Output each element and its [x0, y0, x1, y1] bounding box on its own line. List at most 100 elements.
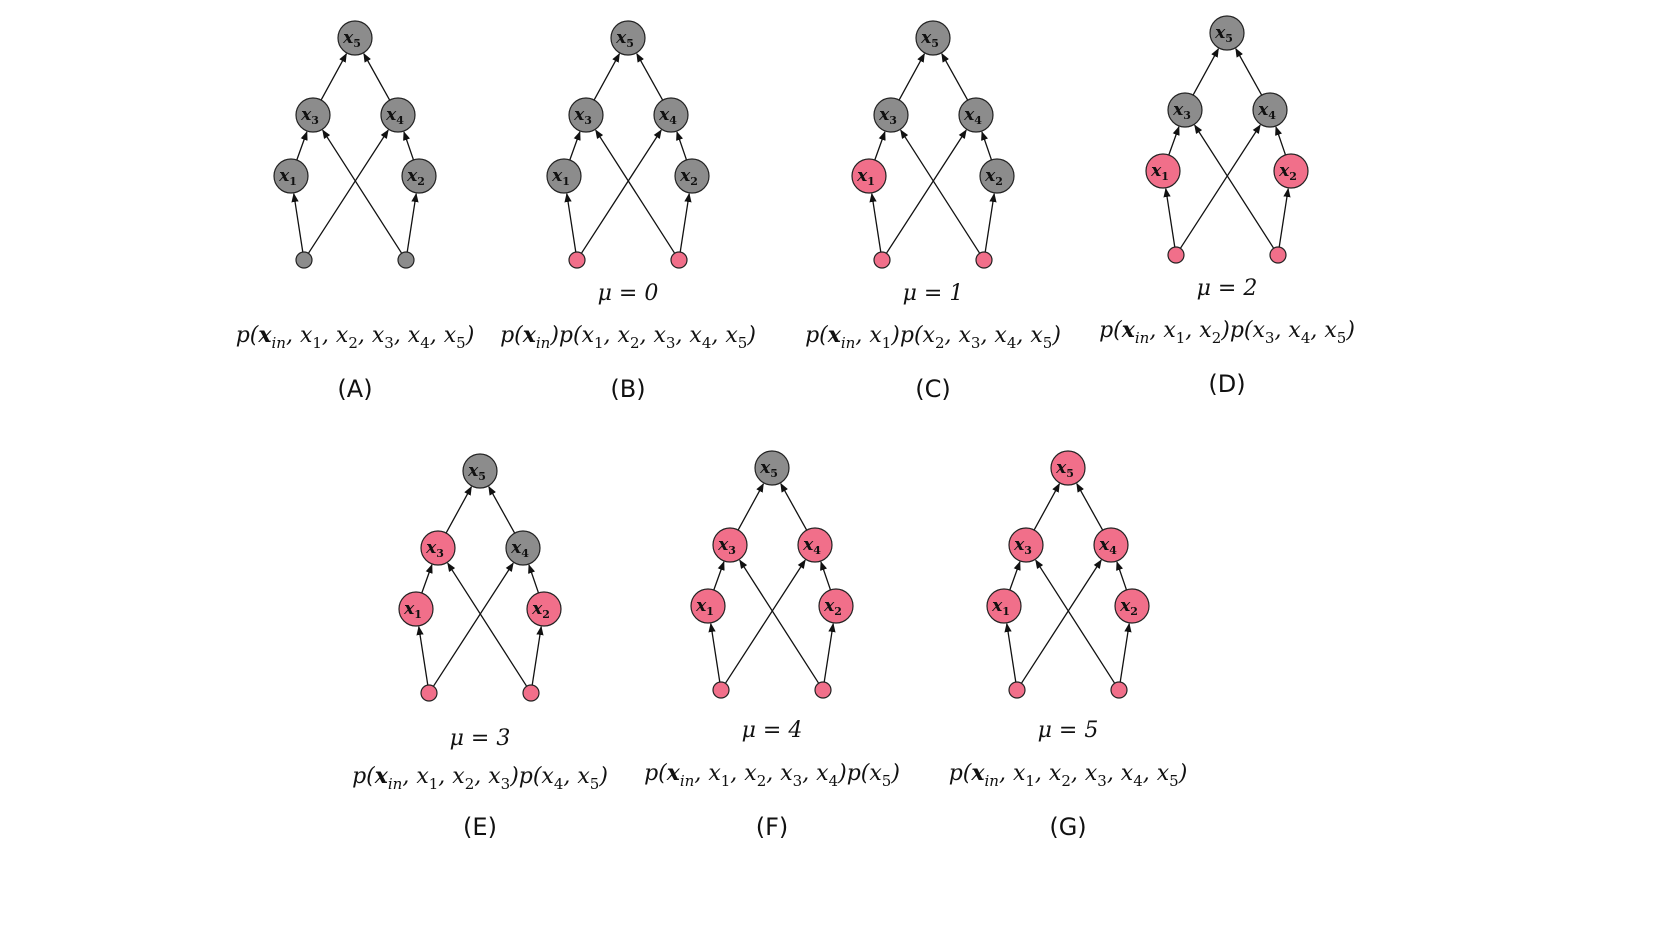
- edge-x1-x3: [1168, 126, 1180, 156]
- node-label-x2: x2: [823, 596, 842, 618]
- node-label-x4: x4: [802, 535, 821, 557]
- edge-x2-x4: [528, 564, 540, 594]
- node-x4-unobserved: [380, 97, 416, 133]
- mu-label: μ = 5: [1038, 718, 1099, 743]
- node-label-x2: x2: [1119, 596, 1138, 618]
- node-x5-unobserved: [610, 20, 646, 56]
- edge-x1-x3: [713, 561, 725, 591]
- node-x2-observed: [1114, 588, 1150, 624]
- node-label-x5: x5: [920, 28, 939, 50]
- edge-inR-x2: [1119, 622, 1132, 683]
- mu-label: μ = 1: [903, 281, 964, 306]
- node-x4-unobserved: [653, 97, 689, 133]
- node-inL-observed: [1008, 681, 1026, 699]
- node-label-x4: x4: [1098, 535, 1117, 557]
- edge-inR-x2: [823, 622, 836, 683]
- edge-inR-x2: [679, 192, 692, 253]
- panel-letter: (B): [610, 375, 645, 403]
- node-label-x3: x3: [1172, 100, 1191, 122]
- node-x3-observed: [712, 527, 748, 563]
- edge-x3-x5: [445, 486, 472, 534]
- node-label-x1: x1: [551, 166, 570, 188]
- node-x5-unobserved: [754, 450, 790, 486]
- factorization-formula: p(xin, x1, x2)p(x3, x4, x5): [1099, 317, 1355, 347]
- edge-inR-x3: [322, 129, 403, 254]
- node-label-x1: x1: [278, 166, 297, 188]
- node-x1-observed: [690, 588, 726, 624]
- node-label-x2: x2: [531, 599, 550, 621]
- edge-inL-x1: [708, 622, 721, 683]
- node-inR-observed: [522, 684, 540, 702]
- panel-letter: (A): [337, 375, 372, 403]
- edge-x2-x4: [676, 131, 688, 161]
- edge-inL-x4: [432, 562, 514, 687]
- node-label-x3: x3: [717, 535, 736, 557]
- mu-label: μ = 0: [598, 281, 659, 306]
- node-x3-unobserved: [568, 97, 604, 133]
- edge-x4-x5: [1076, 482, 1104, 531]
- edge-inR-x2: [1278, 187, 1291, 248]
- edge-inL-x1: [1004, 622, 1017, 683]
- edge-x3-x5: [593, 53, 620, 101]
- node-x2-observed: [526, 591, 562, 627]
- node-x1-observed: [1145, 153, 1181, 189]
- edge-x2-x4: [403, 131, 415, 161]
- edge-inL-x4: [580, 129, 662, 254]
- node-label-x4: x4: [658, 105, 677, 127]
- node-x3-unobserved: [1167, 92, 1203, 128]
- node-x1-observed: [851, 158, 887, 194]
- node-x5-observed: [1050, 450, 1086, 486]
- edge-x4-x5: [488, 485, 516, 534]
- node-label-x1: x1: [403, 599, 422, 621]
- edge-x1-x3: [421, 564, 433, 594]
- node-inR-observed: [975, 251, 993, 269]
- node-label-x2: x2: [984, 166, 1003, 188]
- factorization-formula: p(xin, x1, x2, x3, x4, x5): [236, 322, 475, 352]
- node-x5-unobserved: [1209, 15, 1245, 51]
- node-label-x2: x2: [406, 166, 425, 188]
- node-label-x3: x3: [425, 538, 444, 560]
- edge-x1-x3: [296, 131, 308, 161]
- node-label-x5: x5: [342, 28, 361, 50]
- node-inR-observed: [814, 681, 832, 699]
- node-label-x5: x5: [467, 461, 486, 483]
- edge-x2-x4: [1275, 126, 1287, 156]
- edge-inL-x4: [307, 129, 389, 254]
- node-inL-observed: [568, 251, 586, 269]
- node-inL-unobserved: [295, 251, 313, 269]
- node-x1-observed: [398, 591, 434, 627]
- edge-inR-x2: [406, 192, 419, 253]
- node-x2-unobserved: [401, 158, 437, 194]
- mu-label: μ = 4: [742, 718, 803, 743]
- node-inR-observed: [670, 251, 688, 269]
- node-inL-observed: [873, 251, 891, 269]
- node-label-x1: x1: [1150, 161, 1169, 183]
- node-inR-observed: [1269, 246, 1287, 264]
- node-x1-observed: [986, 588, 1022, 624]
- edge-x4-x5: [363, 52, 391, 101]
- node-x4-observed: [797, 527, 833, 563]
- factorization-formula: p(xin)p(x1, x2, x3, x4, x5): [500, 322, 756, 352]
- edge-x4-x5: [636, 52, 664, 101]
- edge-inL-x1: [869, 192, 882, 253]
- node-x4-unobserved: [958, 97, 994, 133]
- node-x3-observed: [1008, 527, 1044, 563]
- node-x5-unobserved: [462, 453, 498, 489]
- node-inL-observed: [712, 681, 730, 699]
- node-label-x5: x5: [1055, 458, 1074, 480]
- node-label-x4: x4: [963, 105, 982, 127]
- edge-inR-x3: [739, 559, 820, 684]
- panel-letter: (F): [756, 813, 789, 841]
- node-inL-observed: [420, 684, 438, 702]
- panel-letter: (E): [463, 813, 497, 841]
- node-x4-unobserved: [505, 530, 541, 566]
- node-x4-unobserved: [1252, 92, 1288, 128]
- node-x2-observed: [818, 588, 854, 624]
- node-x4-observed: [1093, 527, 1129, 563]
- node-label-x1: x1: [695, 596, 714, 618]
- edge-inL-x4: [885, 129, 967, 254]
